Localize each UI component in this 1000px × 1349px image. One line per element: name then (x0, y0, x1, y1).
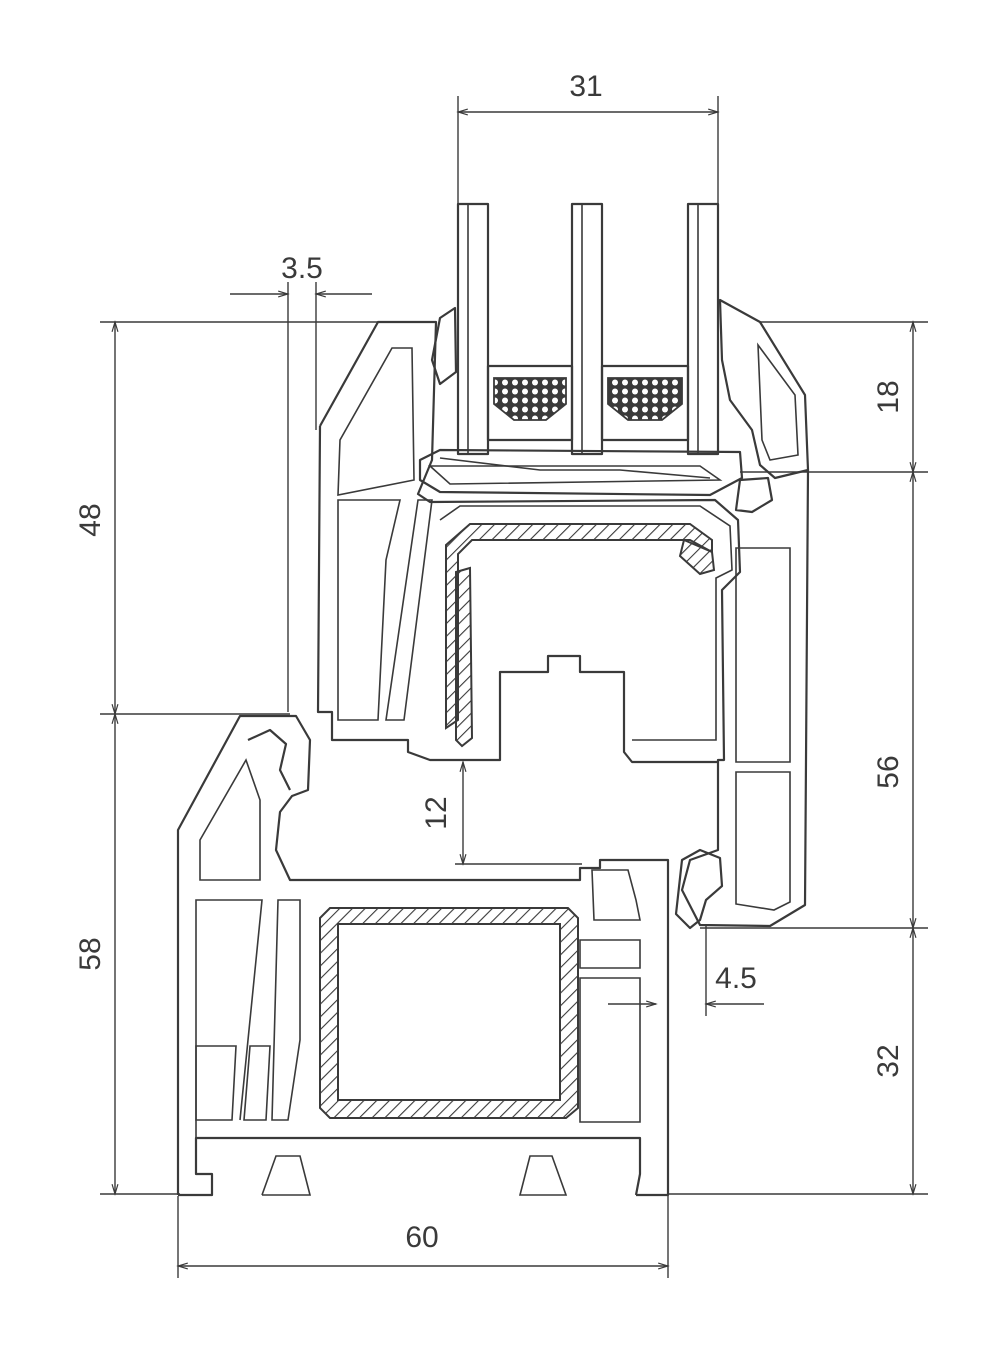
glazing-unit (456, 202, 720, 456)
dim-label-sash-rebate: 56 (872, 755, 905, 788)
desiccant-spacer-right (607, 377, 683, 421)
glass-support-block (418, 448, 744, 497)
dimension-lines (100, 96, 928, 1278)
sash-reinforcement (445, 523, 716, 748)
dim-label-rebate-gap: 12 (420, 796, 453, 829)
dim-label-frame-height: 58 (74, 937, 107, 970)
dim-label-gasket-offset: 3.5 (281, 252, 323, 285)
dim-label-sash-height: 48 (74, 503, 107, 536)
frame-profile (176, 714, 724, 1197)
dim-label-frame-depth: 60 (405, 1221, 438, 1254)
desiccant-spacer-left (493, 377, 567, 421)
dim-label-glazing-width: 31 (569, 70, 602, 103)
sash-profile (316, 320, 810, 928)
dim-label-glass-rebate: 18 (872, 380, 905, 413)
dim-label-overlap: 4.5 (715, 962, 757, 995)
frame-reinforcement (319, 907, 579, 1119)
dim-label-frame-rebate: 32 (872, 1044, 905, 1077)
